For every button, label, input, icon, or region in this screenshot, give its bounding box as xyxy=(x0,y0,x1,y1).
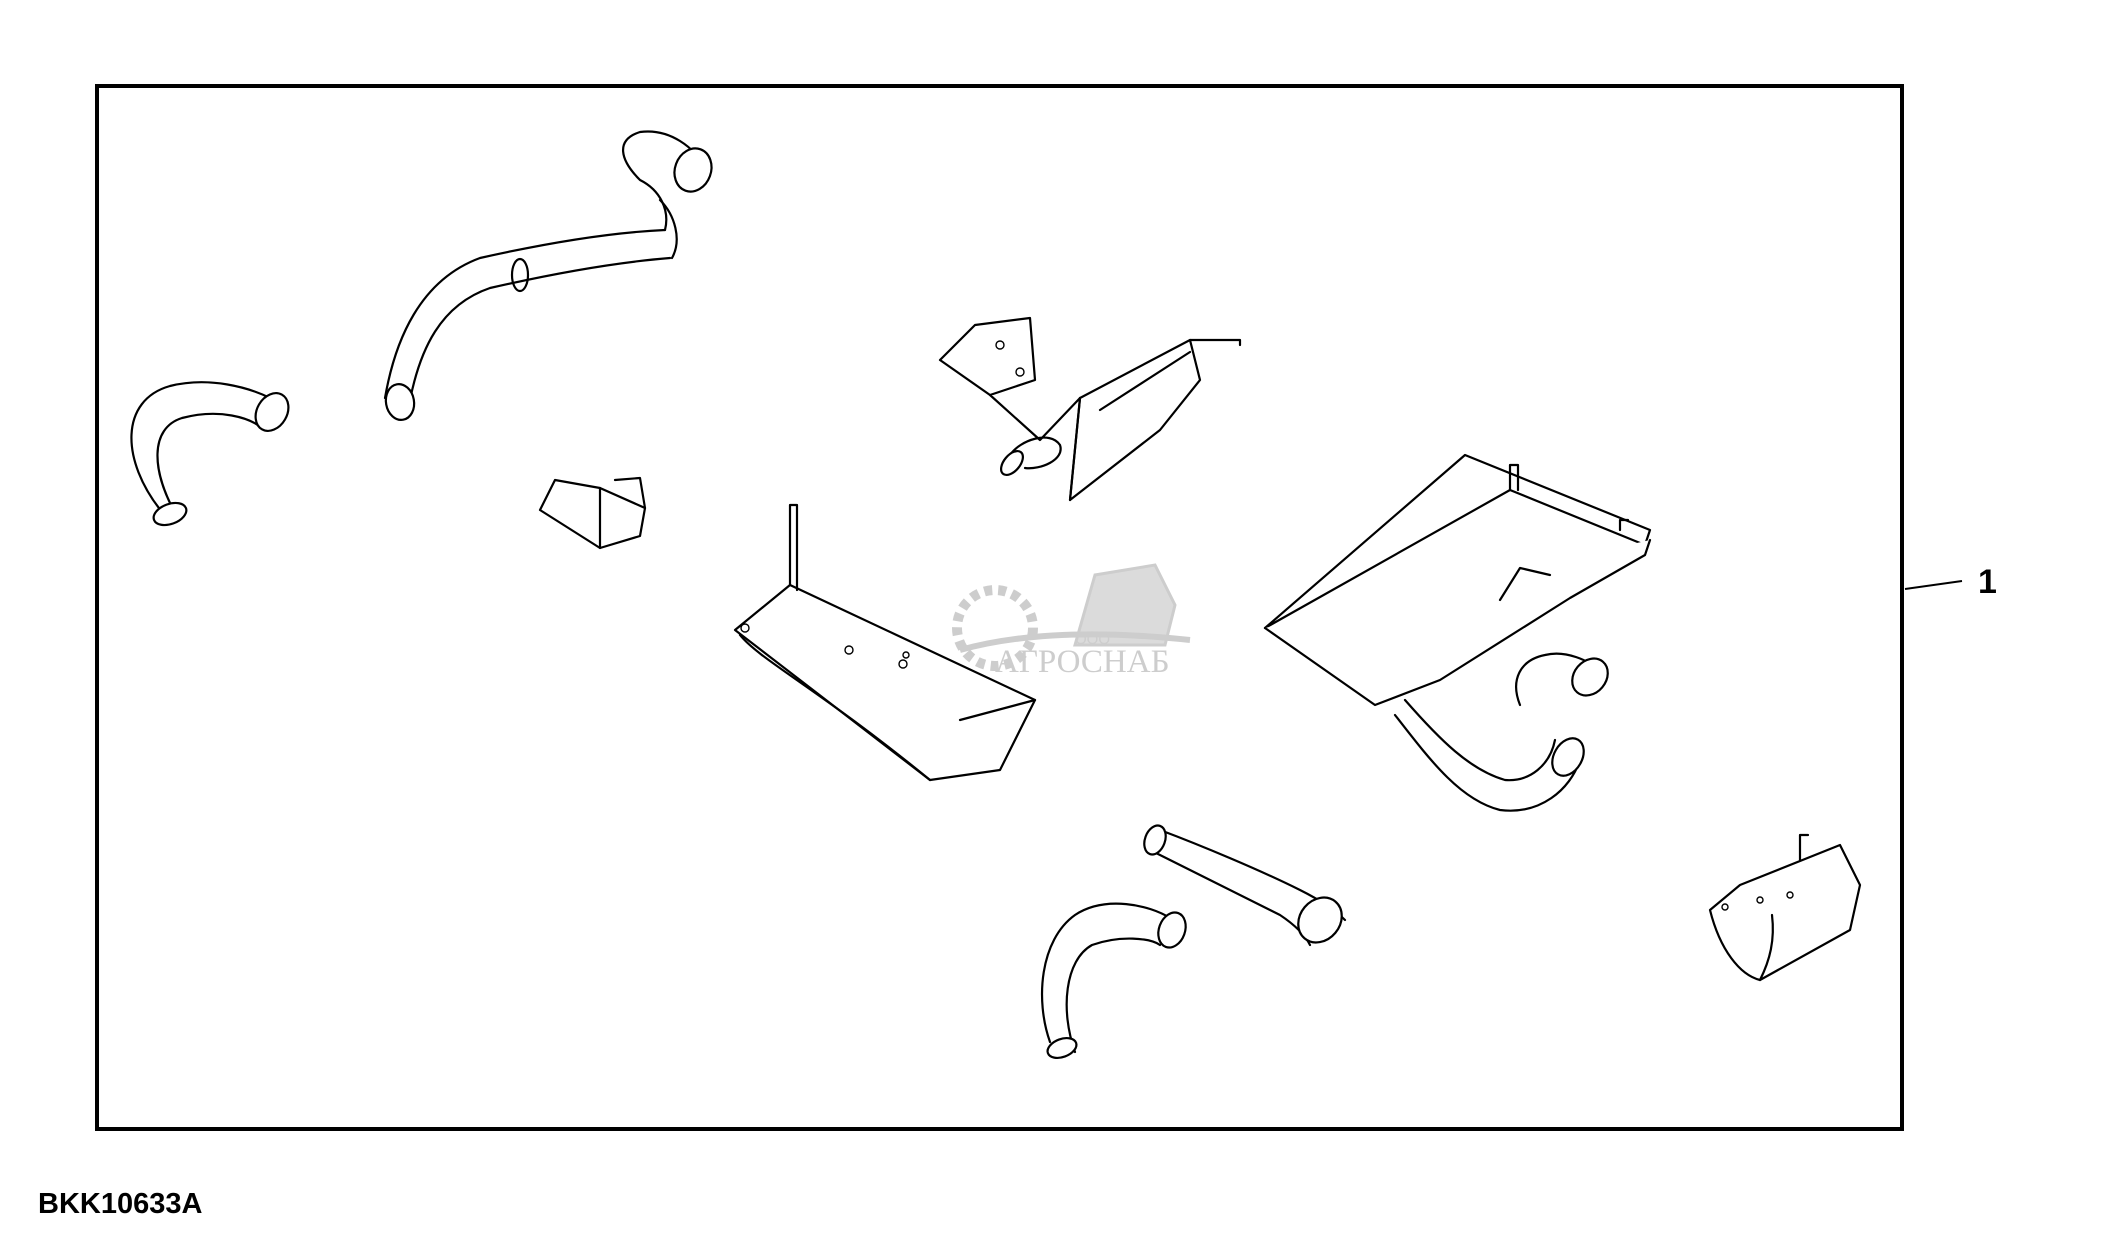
hose-left-bend xyxy=(130,381,290,527)
watermark-prefix: ООО xyxy=(1075,631,1110,648)
hose-lower-center-curved xyxy=(1041,902,1187,1059)
large-plate-right xyxy=(1263,453,1652,707)
small-bracket-plate xyxy=(538,476,647,550)
callout-leader xyxy=(1904,580,1963,590)
deflector-shield-center xyxy=(733,503,1037,782)
watermark-name: АГРОСНАБ xyxy=(995,644,1170,680)
diagram-frame xyxy=(95,84,1904,1131)
watermark: ООО АГРОСНАБ xyxy=(952,563,1191,680)
small-shield-right xyxy=(1708,833,1862,982)
hose-lower-center-straight xyxy=(1143,824,1347,947)
callout-label: 1 xyxy=(1978,563,1997,601)
hose-right-lower xyxy=(1393,652,1609,812)
hose-long-upper xyxy=(383,130,713,421)
figure-code: BKK10633A xyxy=(38,1188,203,1220)
top-bracket-assembly xyxy=(938,316,1242,502)
